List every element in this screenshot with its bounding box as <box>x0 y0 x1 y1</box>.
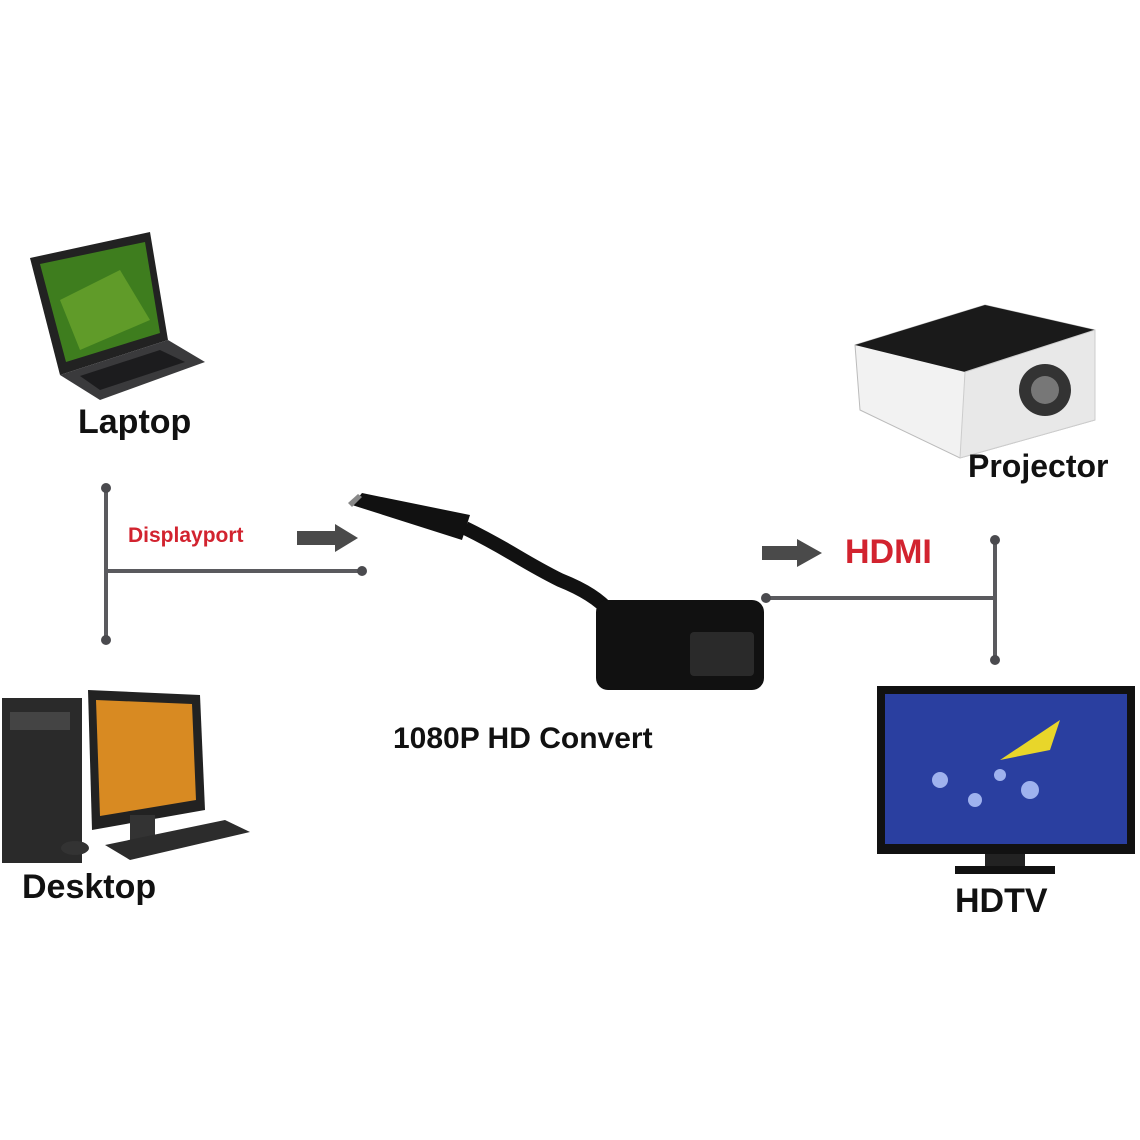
laptop-image <box>30 232 205 400</box>
desktop-label: Desktop <box>22 868 157 906</box>
adapter-label: 1080P HD Convert <box>393 722 653 755</box>
hdtv-label: HDTV <box>955 882 1048 920</box>
hdmi-label: HDMI <box>845 533 932 571</box>
laptop-label: Laptop <box>78 403 192 441</box>
displayport-label: Displayport <box>128 524 244 547</box>
input-connector-lines <box>101 483 367 645</box>
projector-image <box>854 304 1096 459</box>
output-arrow-icon <box>762 539 822 567</box>
output-connector-lines <box>761 535 1000 665</box>
desktop-image <box>2 690 250 863</box>
projector-label: Projector <box>968 448 1109 484</box>
hdtv-image <box>877 686 1135 874</box>
adapter-image <box>348 493 764 690</box>
input-arrow-icon <box>297 524 358 552</box>
